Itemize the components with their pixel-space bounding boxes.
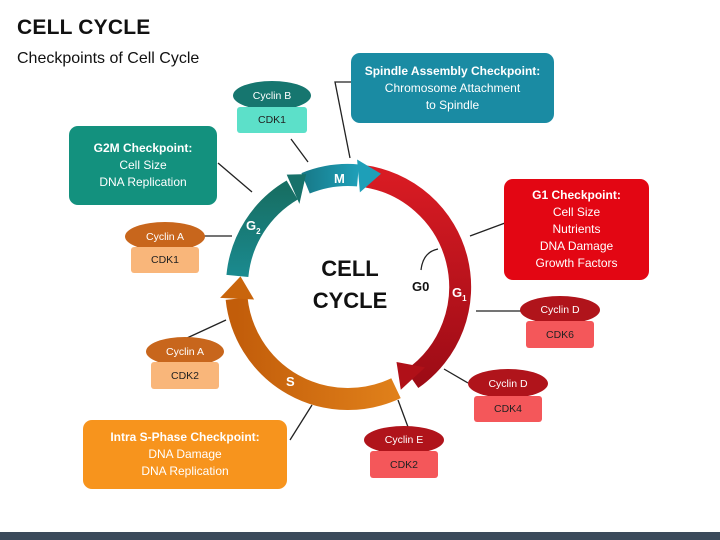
connector-cyclin-b [290, 138, 309, 163]
connector-g1 [469, 222, 506, 237]
phase-label-m: M [334, 171, 345, 186]
g1-checkpoint-line3: DNA Damage [539, 239, 614, 253]
connector-intra-s [289, 404, 313, 441]
cyclin-e-cdk-box: CDK2 [370, 451, 438, 478]
cycle-ring [225, 163, 472, 410]
center-label-line1: CELL [321, 256, 378, 281]
g1-arrowhead [396, 362, 426, 390]
g2m-checkpoint-title: G2M Checkpoint: [93, 141, 193, 155]
spindle-checkpoint-title: Spindle Assembly Checkpoint: [364, 63, 541, 78]
cyclin-e-pill: Cyclin E [364, 426, 444, 454]
g1-checkpoint-box: G1 Checkpoint: Cell Size Nutrients DNA D… [504, 179, 649, 280]
g2-phase-arc [226, 180, 299, 278]
phase-label-g1-letter: G [452, 285, 462, 300]
center-label-line2: CYCLE [313, 288, 388, 313]
cyclin-d-cdk6-pill: Cyclin D [520, 296, 600, 324]
phase-label-g2-letter: G [246, 218, 256, 233]
cyclin-d-cdk4-pill: Cyclin D [468, 369, 548, 398]
g2m-checkpoint-box: G2M Checkpoint: Cell Size DNA Replicatio… [69, 126, 217, 205]
intra-s-checkpoint-title: Intra S-Phase Checkpoint: [110, 430, 260, 444]
phase-label-g1: G1 [452, 285, 467, 303]
phase-label-g1-sub: 1 [462, 294, 467, 303]
phase-label-s: S [286, 374, 295, 389]
g1-checkpoint-line4: Growth Factors [535, 256, 618, 270]
cyclin-b-cdk-box: CDK1 [237, 107, 307, 133]
connector-lines [186, 81, 522, 441]
g1-checkpoint-line2: Nutrients [552, 222, 601, 236]
g0-branch [420, 248, 439, 271]
g2m-checkpoint-line2: DNA Replication [99, 175, 187, 189]
connector-g2m [217, 162, 253, 193]
g1-checkpoint-title: G1 Checkpoint: [532, 188, 621, 202]
g2-arrowhead [286, 174, 307, 204]
page-subtitle: Checkpoints of Cell Cycle [17, 50, 200, 67]
cyclin-a-s-cdk-box: CDK2 [151, 362, 219, 389]
g1-checkpoint-line1: Cell Size [552, 205, 601, 219]
g1-phase-arc [360, 164, 472, 389]
spindle-checkpoint-line2: to Spindle [425, 97, 480, 112]
connector-cyclin-e [397, 399, 409, 428]
intra-s-checkpoint-line1: DNA Damage [148, 447, 222, 461]
cyclin-d-cdk6-cdk-box: CDK6 [526, 321, 594, 348]
s-phase-arc [225, 297, 401, 410]
cyclin-a-s-pill: Cyclin A [146, 337, 224, 366]
phase-label-g0: G0 [412, 279, 429, 294]
intra-s-checkpoint-line2: DNA Replication [141, 464, 229, 478]
cyclin-d-cdk4-cdk-box: CDK4 [474, 396, 542, 422]
s-arrowhead [220, 276, 255, 300]
spindle-checkpoint-line1: Chromosome Attachment [384, 80, 521, 95]
phase-label-g2: G2 [246, 218, 261, 236]
g2m-checkpoint-line1: Cell Size [119, 158, 167, 172]
connector-cyclin-d-cdk4 [443, 368, 469, 384]
m-phase-arc [301, 163, 359, 194]
m-arrowhead [357, 159, 381, 193]
connector-spindle [334, 81, 352, 159]
cycle-arrowheads [220, 159, 426, 390]
footer-bar [0, 532, 720, 540]
cyclin-a-g2-cdk-box: CDK1 [131, 247, 199, 273]
page-title: CELL CYCLE [17, 16, 151, 39]
cyclin-a-g2-pill: Cyclin A [125, 222, 205, 251]
phase-label-g2-sub: 2 [256, 227, 261, 236]
connector-cyclin-a-s [186, 319, 227, 339]
spindle-checkpoint-box: Spindle Assembly Checkpoint: Chromosome … [351, 53, 554, 123]
cyclin-b-pill: Cyclin B [233, 81, 311, 110]
intra-s-checkpoint-box: Intra S-Phase Checkpoint: DNA Damage DNA… [83, 420, 287, 489]
